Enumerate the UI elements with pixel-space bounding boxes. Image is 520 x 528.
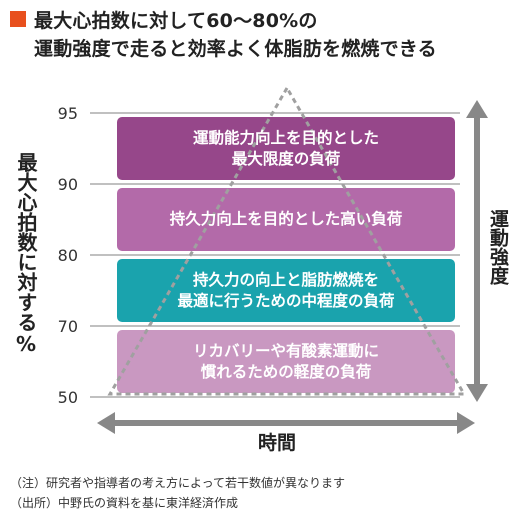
title-line-1: 最大心拍数に対して60〜80%の — [34, 10, 318, 32]
y-tick-70: 70 — [57, 317, 78, 336]
time-axis-label: 時間 — [258, 432, 297, 454]
y-axis-label: 最大心拍数に対する% — [14, 152, 38, 356]
y-tick-95: 95 — [57, 104, 78, 123]
band-light-load: リカバリーや有酸素運動に 慣れるための軽度の負荷 — [117, 330, 455, 393]
y-tick-50: 50 — [57, 388, 78, 407]
band-moderate-load: 持久力の向上と脂肪燃焼を 最適に行うための中程度の負荷 — [117, 259, 455, 322]
title-marker — [10, 11, 26, 27]
band-moderate-load-text: 持久力の向上と脂肪燃焼を 最適に行うための中程度の負荷 — [177, 270, 395, 310]
title-line-2: 運動強度で走ると効率よく体脂肪を燃焼できる — [34, 38, 437, 60]
source-note: （出所）中野氏の資料を基に東洋経済作成 — [10, 496, 239, 510]
band-light-load-text: リカバリーや有酸素運動に 慣れるための軽度の負荷 — [192, 341, 379, 381]
band-max-load: 運動能力向上を目的とした 最大限度の負荷 — [117, 117, 455, 180]
y-tick-90: 90 — [57, 175, 78, 194]
band-high-load-text: 持久力向上を目的とした高い負荷 — [169, 210, 403, 228]
intensity-axis-label: 運動強度 — [487, 209, 509, 285]
band-high-load: 持久力向上を目的とした高い負荷 — [117, 188, 455, 251]
footnote: （注）研究者や指導者の考え方によって若干数値が異なります — [10, 476, 346, 490]
band-max-load-text: 運動能力向上を目的とした 最大限度の負荷 — [192, 128, 379, 168]
y-tick-80: 80 — [57, 246, 78, 265]
